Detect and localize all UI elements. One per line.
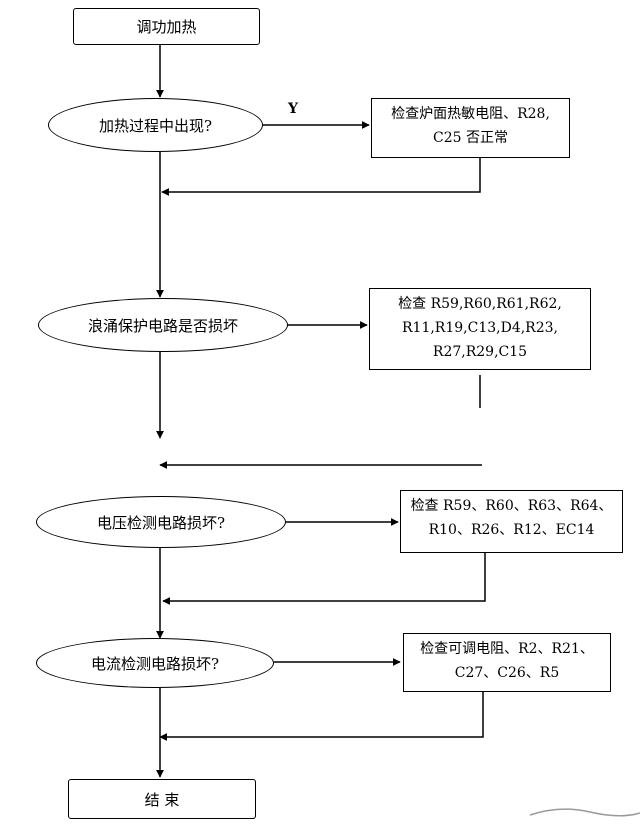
check1-line-1: 检查炉面热敏电阻、R28,	[391, 106, 550, 122]
check4-line-2: C27、C26、R5	[454, 665, 560, 681]
end-label: 结 束	[144, 790, 180, 809]
q3-label: 电压检测电路损坏?	[96, 513, 226, 532]
check1-line-2: C25 否正常	[433, 130, 508, 146]
q2-label: 浪涌保护电路是否损坏	[87, 316, 238, 335]
return-check4	[159, 692, 484, 741]
scan-mark	[529, 808, 640, 817]
end-box: 结 束	[68, 779, 256, 819]
start-label: 调功加热	[136, 18, 197, 36]
check-box-3: 检查 R59、R60、R63、R64、 R10、R26、R12、EC14	[400, 490, 623, 553]
start-box: 调功加热	[73, 8, 260, 45]
check-box-4: 检查可调电阻、R2、R21、 C27、C26、R5	[403, 633, 611, 692]
check2-line-2: R11,R19,C13,D4,R23,	[402, 320, 558, 336]
decision-current-detection: 电流检测电路损坏?	[36, 638, 274, 688]
check3-line-1: 检查 R59、R60、R63、R64、	[410, 498, 613, 514]
q4-label: 电流检测电路损坏?	[90, 654, 220, 673]
check-box-2: 检查 R59,R60,R61,R62, R11,R19,C13,D4,R23, …	[369, 288, 591, 370]
check3-line-2: R10、R26、R12、EC14	[428, 522, 595, 538]
yes-label: Y	[288, 101, 298, 117]
check2-line-3: R27,R29,C15	[432, 344, 528, 360]
decision-voltage-detection: 电压检测电路损坏?	[36, 496, 286, 548]
return-check1	[161, 158, 481, 196]
decision-heating-process: 加热过程中出现?	[48, 98, 263, 152]
q1-label: 加热过程中出现?	[98, 116, 213, 135]
decision-surge-protection: 浪涌保护电路是否损坏	[38, 298, 288, 352]
check2-line-1: 检查 R59,R60,R61,R62,	[398, 296, 562, 312]
check4-line-1: 检查可调电阻、R2、R21、	[420, 641, 594, 657]
return-check3	[162, 553, 486, 605]
check-box-1: 检查炉面热敏电阻、R28, C25 否正常	[371, 98, 570, 158]
